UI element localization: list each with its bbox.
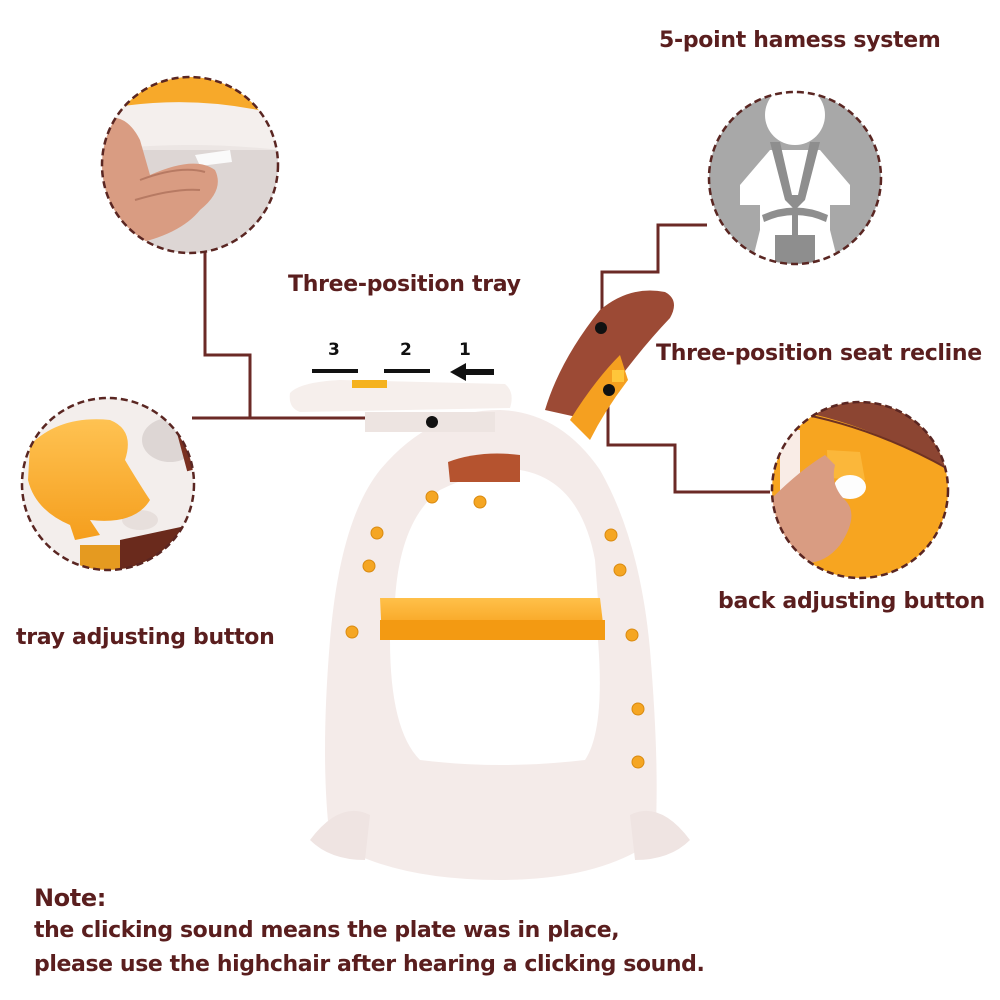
note-title: Note: xyxy=(34,884,106,912)
note-line-2: please use the highchair after hearing a… xyxy=(34,952,705,977)
connector-back-button xyxy=(606,390,770,494)
back-button-label: back adjusting button xyxy=(718,589,985,614)
position-2-bar xyxy=(384,369,430,373)
position-1-arrow xyxy=(450,363,494,381)
tray-button-label: tray adjusting button xyxy=(16,625,275,650)
tray-release-detail-circle xyxy=(100,75,280,255)
position-2-label: 2 xyxy=(400,340,412,360)
connector-tray-top xyxy=(203,248,432,420)
harness-dot xyxy=(595,322,607,334)
back-button-detail-circle xyxy=(770,400,950,580)
screws xyxy=(345,490,645,769)
harness-label: 5-point hamess system xyxy=(659,28,941,53)
connector-harness xyxy=(600,223,707,328)
connector-dots xyxy=(426,322,615,428)
note-line-1: the clicking sound means the plate was i… xyxy=(34,918,620,943)
harness-detail-circle xyxy=(707,90,883,266)
tray xyxy=(289,380,512,412)
tray-adjust-detail-circle xyxy=(20,396,196,572)
seat-back-cushion xyxy=(545,290,674,420)
recline-lever xyxy=(612,370,624,382)
connector-lines xyxy=(192,223,770,494)
tray-position-markers xyxy=(312,363,494,381)
recline-dot xyxy=(603,384,615,396)
tray-label: Three-position tray xyxy=(288,272,521,297)
position-3-label: 3 xyxy=(328,340,340,360)
position-3-bar xyxy=(312,369,358,373)
recline-label: Three-position seat recline xyxy=(656,341,982,366)
highchair-illustration xyxy=(289,290,690,880)
tray-dot xyxy=(426,416,438,428)
position-1-label: 1 xyxy=(459,340,471,360)
